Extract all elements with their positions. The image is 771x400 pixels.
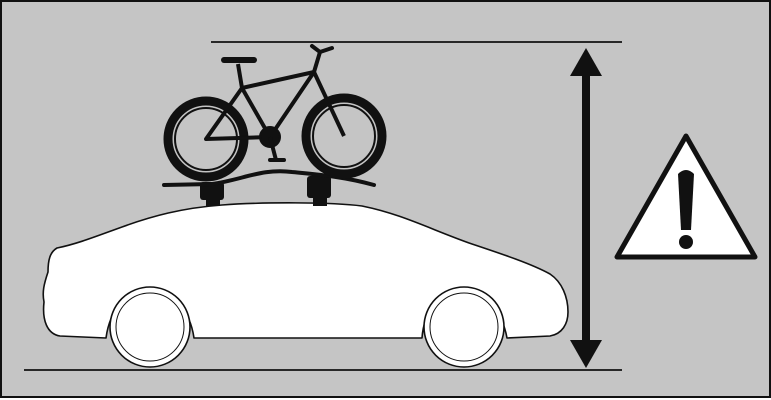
bicycle-icon — [163, 44, 387, 182]
rear-wheel-icon — [109, 286, 191, 368]
height-arrow-icon — [570, 48, 602, 368]
car-icon — [42, 202, 569, 368]
front-wheel-icon — [423, 286, 505, 368]
warning-icon — [614, 133, 758, 260]
